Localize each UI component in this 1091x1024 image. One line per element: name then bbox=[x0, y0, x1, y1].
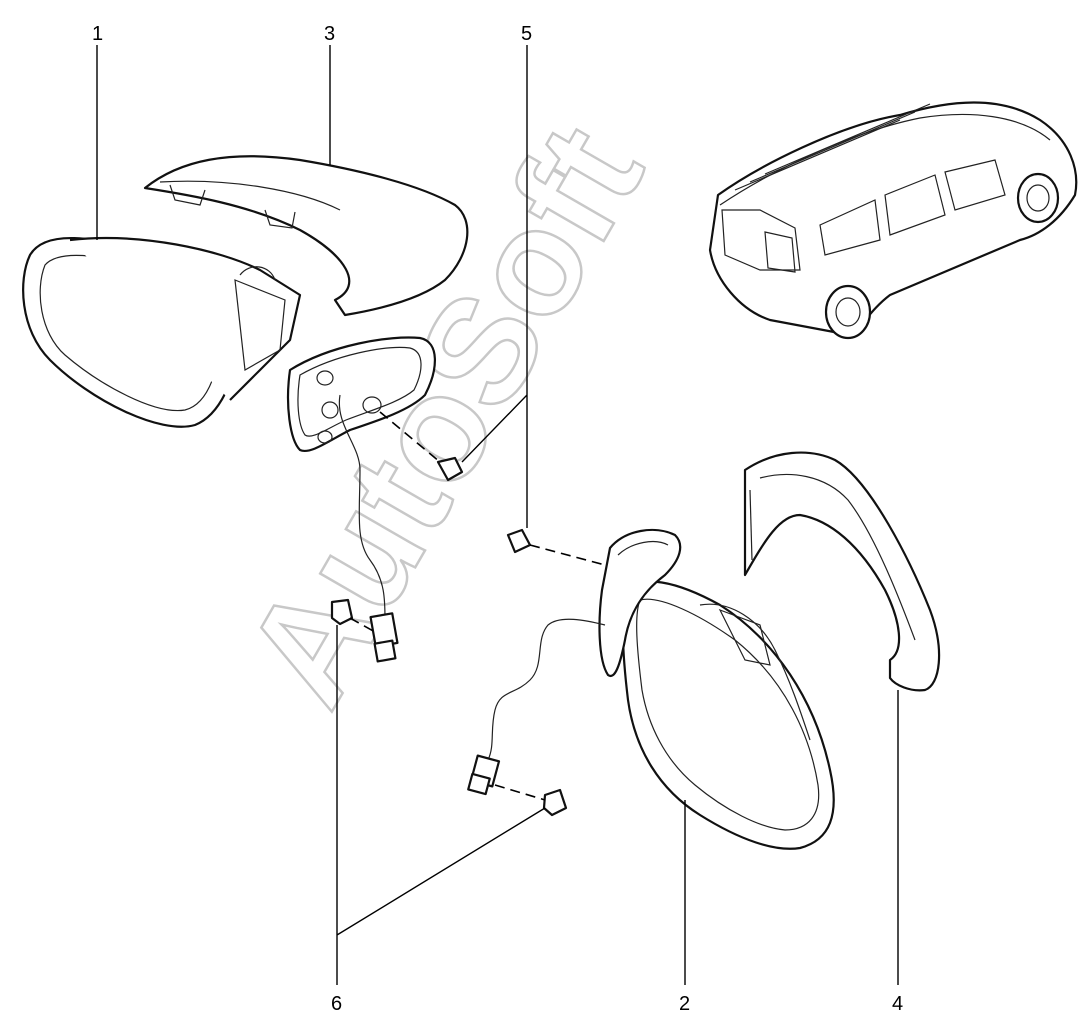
left-mirror-base bbox=[286, 336, 436, 453]
callout-2: 2 bbox=[679, 993, 690, 1015]
right-clip bbox=[542, 788, 568, 817]
right-mirror-assembly bbox=[621, 580, 835, 850]
right-mirror-base bbox=[598, 528, 682, 678]
right-screw bbox=[506, 528, 532, 554]
right-screw-dash-line bbox=[529, 544, 606, 566]
left-screw-dash-line bbox=[379, 411, 441, 463]
right-wiring-harness bbox=[467, 618, 606, 796]
left-mirror-assembly bbox=[22, 236, 302, 428]
leader-line-5 bbox=[461, 45, 528, 528]
right-clip-dash-line bbox=[494, 784, 546, 801]
callout-3: 3 bbox=[324, 23, 335, 45]
left-mirror-cover bbox=[143, 155, 469, 317]
callout-5: 5 bbox=[521, 23, 532, 45]
left-wiring-harness bbox=[338, 394, 399, 663]
right-mirror-cover bbox=[743, 451, 941, 692]
left-screw bbox=[436, 456, 464, 482]
callout-6: 6 bbox=[331, 993, 342, 1015]
callout-1: 1 bbox=[92, 23, 103, 45]
leader-line-6 bbox=[336, 625, 546, 985]
left-clip bbox=[330, 598, 354, 626]
left-clip-dash-line bbox=[349, 617, 376, 633]
callout-4: 4 bbox=[892, 993, 903, 1015]
vehicle-illustration bbox=[708, 101, 1078, 340]
